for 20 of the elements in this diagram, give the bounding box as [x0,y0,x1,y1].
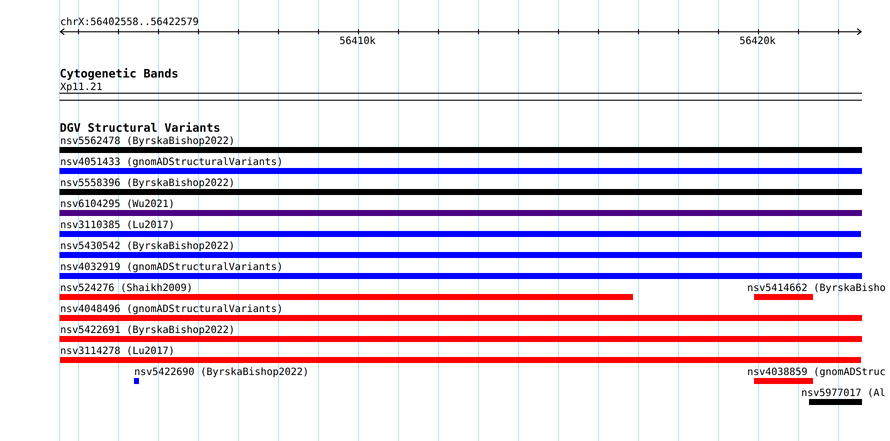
tick-label: 56420k [740,36,776,44]
variant-label: nsv5414662 (ByrskaBisho [748,283,885,294]
variant-label: nsv5562478 (ByrskaBishop2022) [61,136,233,146]
variant-label: nsv4038859 (gnomADStruc [748,367,885,378]
variant-label: nsv524276 (Shaikh2009) [61,283,191,292]
variant-label: nsv6104295 (Wu2021) [61,199,172,208]
variant-label: nsv4032919 (gnomADStructuralVariants) [61,262,281,272]
variant-label: nsv5422690 (ByrskaBishop2022) [135,367,307,378]
location-label: chrX:56402558..56422579 [61,17,198,26]
variant-label: nsv3110385 (Lu2017) [61,220,172,230]
tick-label: 56410k [340,36,376,44]
variant-label: nsv4048496 (gnomADStructuralVariants) [61,304,281,314]
variant-label: nsv3114278 (Lu2017) [61,346,172,356]
track-title: DGV Structural Variants [60,122,220,132]
variant-label: nsv5558396 (ByrskaBishop2022) [61,178,233,188]
variant-label: nsv5977017 (Al [802,388,885,398]
band-label: Xp11.21 [60,82,102,92]
variant-label: nsv5422691 (ByrskaBishop2022) [61,325,233,336]
variant-label: nsv5430542 (ByrskaBishop2022) [61,241,233,252]
variant-label: nsv4051433 (gnomADStructuralVariants) [61,157,281,168]
